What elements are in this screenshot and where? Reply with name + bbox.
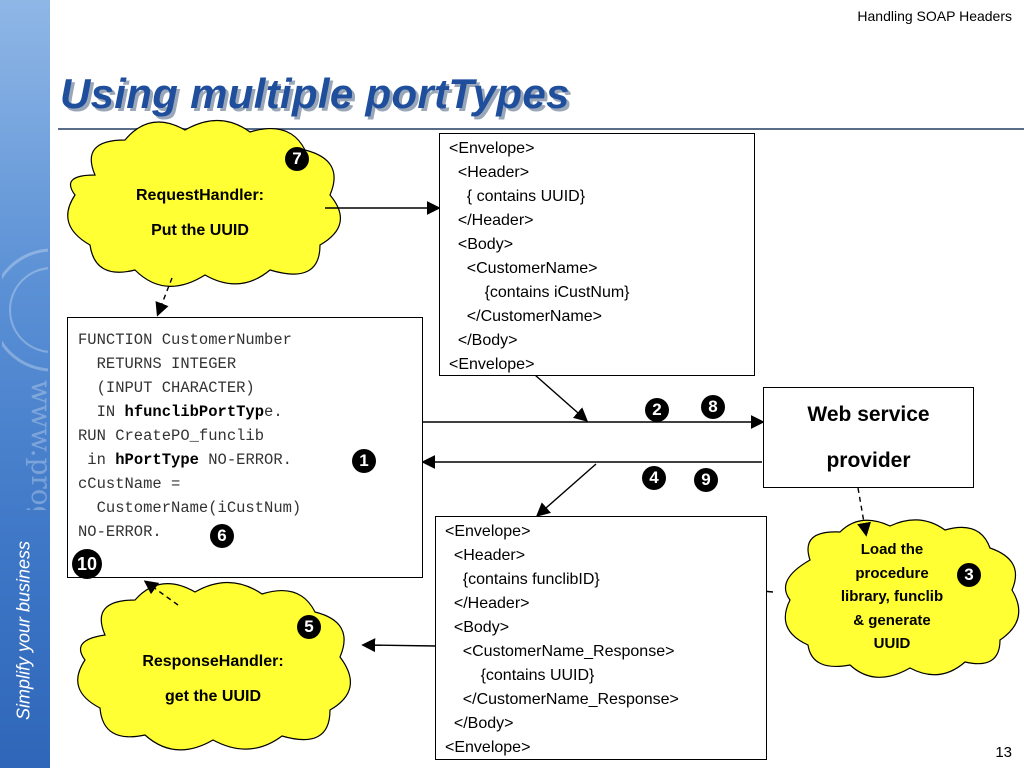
xml-line: <CustomerName> — [449, 260, 598, 277]
code-line: cCustName = — [78, 475, 181, 493]
response-envelope-box: <Envelope> <Header> {contains funclibID}… — [435, 516, 767, 760]
xml-line: </Body> — [449, 332, 518, 349]
code-line: IN hfunclibPortType. — [78, 403, 283, 421]
step-badge-6: 6 — [210, 524, 234, 548]
xml-line: {contains iCustNum} — [449, 284, 630, 301]
step-badge-5: 5 — [297, 615, 321, 639]
xml-line: <Body> — [449, 236, 514, 253]
page-number: 13 — [995, 744, 1012, 761]
step-badge-9: 9 — [694, 468, 718, 492]
code-line: FUNCTION CustomerNumber — [78, 331, 292, 349]
xml-line: <Body> — [445, 619, 510, 636]
xml-line: {contains funclibID} — [445, 571, 600, 588]
sidebar: www.progress Simplify your business — [0, 0, 50, 768]
code-line: RETURNS INTEGER — [78, 355, 237, 373]
web-service-provider-box: Web service provider — [763, 387, 974, 488]
xml-line: </CustomerName> — [449, 308, 602, 325]
step-badge-2: 2 — [645, 398, 669, 422]
svg-text:www.progress: www.progress — [25, 380, 48, 510]
xml-line: <Envelope> — [449, 356, 535, 373]
xml-line: { contains UUID} — [449, 188, 586, 205]
step-badge-4: 4 — [642, 466, 666, 490]
portype-handle-name: hfunclibPortTyp — [124, 403, 265, 421]
provider-label-line1: Web service — [807, 403, 930, 426]
code-line: RUN CreatePO_funclib — [78, 427, 265, 445]
xml-line: <Header> — [449, 164, 530, 181]
loader-cloud — [784, 519, 1020, 678]
xml-line: </Header> — [449, 212, 534, 229]
step-badge-7: 7 — [285, 147, 309, 171]
progress-logo-watermark-icon: www.progress — [2, 248, 48, 510]
request-handler-label: RequestHandler: Put the UUID — [135, 187, 265, 239]
xml-line: <Envelope> — [445, 523, 531, 540]
request-handler-cloud — [67, 119, 341, 287]
porttype-handle-name: hPortType — [115, 451, 199, 469]
step-badge-1: 1 — [352, 449, 376, 473]
xml-line: <CustomerName_Response> — [445, 643, 675, 660]
code-line: (INPUT CHARACTER) — [78, 379, 255, 397]
step-badge-8: 8 — [701, 395, 725, 419]
code-line: CustomerName(iCustNum) — [78, 499, 302, 517]
xml-line: <Envelope> — [445, 739, 531, 756]
step-badge-3: 3 — [957, 563, 981, 587]
section-label: Handling SOAP Headers — [857, 8, 1012, 24]
step-badge-10: 10 — [72, 549, 102, 579]
response-handler-cloud — [77, 581, 351, 751]
xml-line: {contains UUID} — [445, 667, 595, 684]
code-line: NO-ERROR. — [78, 523, 162, 541]
xml-line: <Envelope> — [449, 140, 535, 157]
xml-line: </CustomerName_Response> — [445, 691, 679, 708]
request-envelope-box: <Envelope> <Header> { contains UUID} </H… — [439, 133, 755, 376]
xml-line: </Body> — [445, 715, 514, 732]
title-divider — [58, 128, 1024, 130]
loader-label: Load the procedure library, funclib & ge… — [840, 541, 944, 652]
xml-line: </Header> — [445, 595, 530, 612]
xml-line: <Header> — [445, 547, 526, 564]
code-line: in hPortType NO-ERROR. — [78, 451, 292, 469]
slide-title: Using multiple portTypes — [60, 70, 570, 117]
response-handler-label: ResponseHandler: get the UUID — [142, 653, 284, 705]
abl-code-box: FUNCTION CustomerNumber RETURNS INTEGER … — [67, 317, 423, 578]
provider-label-line2: provider — [826, 449, 911, 472]
